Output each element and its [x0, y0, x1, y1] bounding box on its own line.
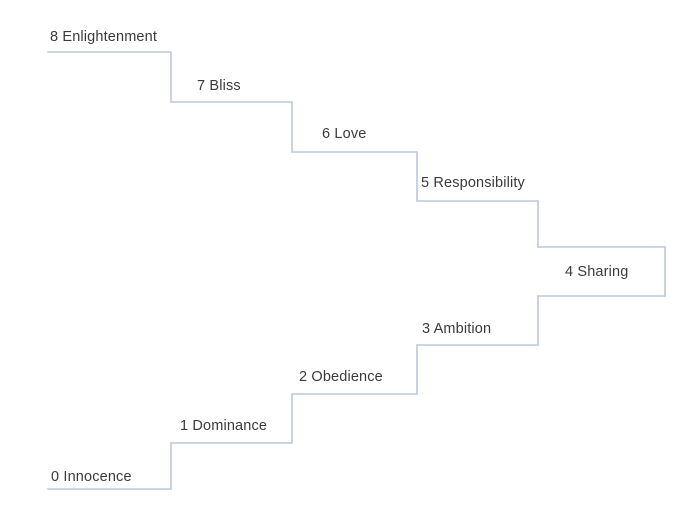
- step-label-love: 6 Love: [322, 126, 367, 142]
- step-label-responsibility: 5 Responsibility: [421, 175, 525, 191]
- step-label-innocence: 0 Innocence: [51, 469, 132, 485]
- step-label-obedience: 2 Obedience: [299, 369, 383, 385]
- step-label-enlightenment: 8 Enlightenment: [50, 29, 158, 45]
- step-label-bliss: 7 Bliss: [197, 78, 241, 94]
- staircase-lines: [47, 51, 666, 490]
- step-label-dominance: 1 Dominance: [180, 418, 268, 434]
- step-label-ambition: 3 Ambition: [422, 321, 492, 337]
- step-label-sharing: 4 Sharing: [565, 264, 629, 280]
- ascending-staircase-path: [47, 295, 666, 490]
- descending-staircase-path: [47, 51, 666, 248]
